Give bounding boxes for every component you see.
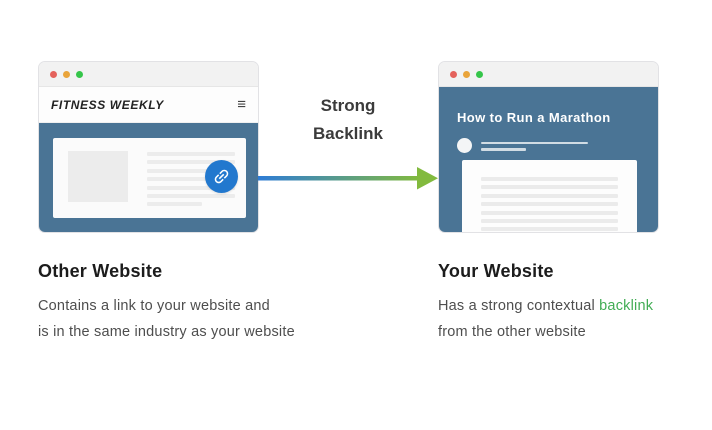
right-window-titlebar bbox=[439, 62, 658, 87]
right-window-content: How to Run a Marathon bbox=[439, 87, 658, 232]
skeleton-line bbox=[481, 185, 618, 190]
link-button[interactable] bbox=[205, 160, 238, 193]
skeleton-line bbox=[147, 185, 235, 190]
article-thumbnail-placeholder bbox=[68, 151, 128, 202]
caption-body-line1: Contains a link to your website and bbox=[38, 298, 270, 314]
traffic-light-green-icon bbox=[76, 70, 83, 78]
your-website-caption: Your Website Has a strong contextual bac… bbox=[438, 261, 712, 345]
caption-body-line1: Has a strong contextual backlink bbox=[438, 298, 654, 314]
post-byline bbox=[457, 138, 658, 153]
traffic-light-yellow-icon bbox=[463, 70, 470, 78]
skeleton-line bbox=[481, 193, 618, 198]
backlink-arrow bbox=[258, 167, 438, 190]
caption-body-line2: is in the same industry as your website bbox=[38, 323, 295, 340]
other-website-window: FITNESS WEEKLY ≡ bbox=[38, 61, 259, 233]
your-website-window: How to Run a Marathon bbox=[438, 61, 659, 233]
site-logo-fitness-weekly: FITNESS WEEKLY bbox=[51, 97, 164, 112]
skeleton-line bbox=[147, 193, 235, 198]
post-title: How to Run a Marathon bbox=[457, 110, 611, 125]
connector-label-line1: Strong bbox=[320, 96, 376, 115]
skeleton-line bbox=[481, 177, 618, 181]
article-text-placeholder bbox=[147, 151, 235, 218]
chain-link-icon bbox=[214, 169, 229, 184]
author-avatar bbox=[457, 138, 472, 153]
connector-label: Strong Backlink bbox=[258, 92, 438, 148]
traffic-light-red-icon bbox=[50, 70, 57, 78]
other-website-caption: Other Website Contains a link to your we… bbox=[38, 261, 368, 345]
skeleton-line bbox=[481, 227, 618, 232]
skeleton-line bbox=[481, 202, 618, 207]
left-window-titlebar bbox=[39, 62, 258, 87]
traffic-light-yellow-icon bbox=[63, 70, 70, 78]
traffic-light-green-icon bbox=[476, 70, 483, 78]
caption-title-your-website: Your Website bbox=[438, 261, 554, 281]
skeleton-line bbox=[147, 160, 235, 165]
hamburger-menu-icon[interactable]: ≡ bbox=[237, 96, 246, 113]
caption-title-other-website: Other Website bbox=[38, 261, 163, 281]
skeleton-line bbox=[147, 152, 235, 156]
post-body-placeholder bbox=[462, 160, 637, 232]
skeleton-line bbox=[147, 168, 235, 173]
skeleton-line bbox=[481, 210, 618, 215]
traffic-light-red-icon bbox=[450, 70, 457, 78]
skeleton-line bbox=[147, 177, 235, 182]
left-window-navbar: FITNESS WEEKLY ≡ bbox=[39, 87, 258, 123]
backlink-highlight: backlink bbox=[599, 298, 654, 314]
connector-label-line2: Backlink bbox=[313, 124, 383, 143]
skeleton-line bbox=[147, 202, 202, 207]
skeleton-line bbox=[481, 218, 618, 223]
byline-placeholder bbox=[481, 141, 588, 151]
article-card bbox=[53, 138, 246, 218]
caption-body-line2: from the other website bbox=[438, 323, 586, 340]
left-window-content bbox=[39, 123, 258, 232]
